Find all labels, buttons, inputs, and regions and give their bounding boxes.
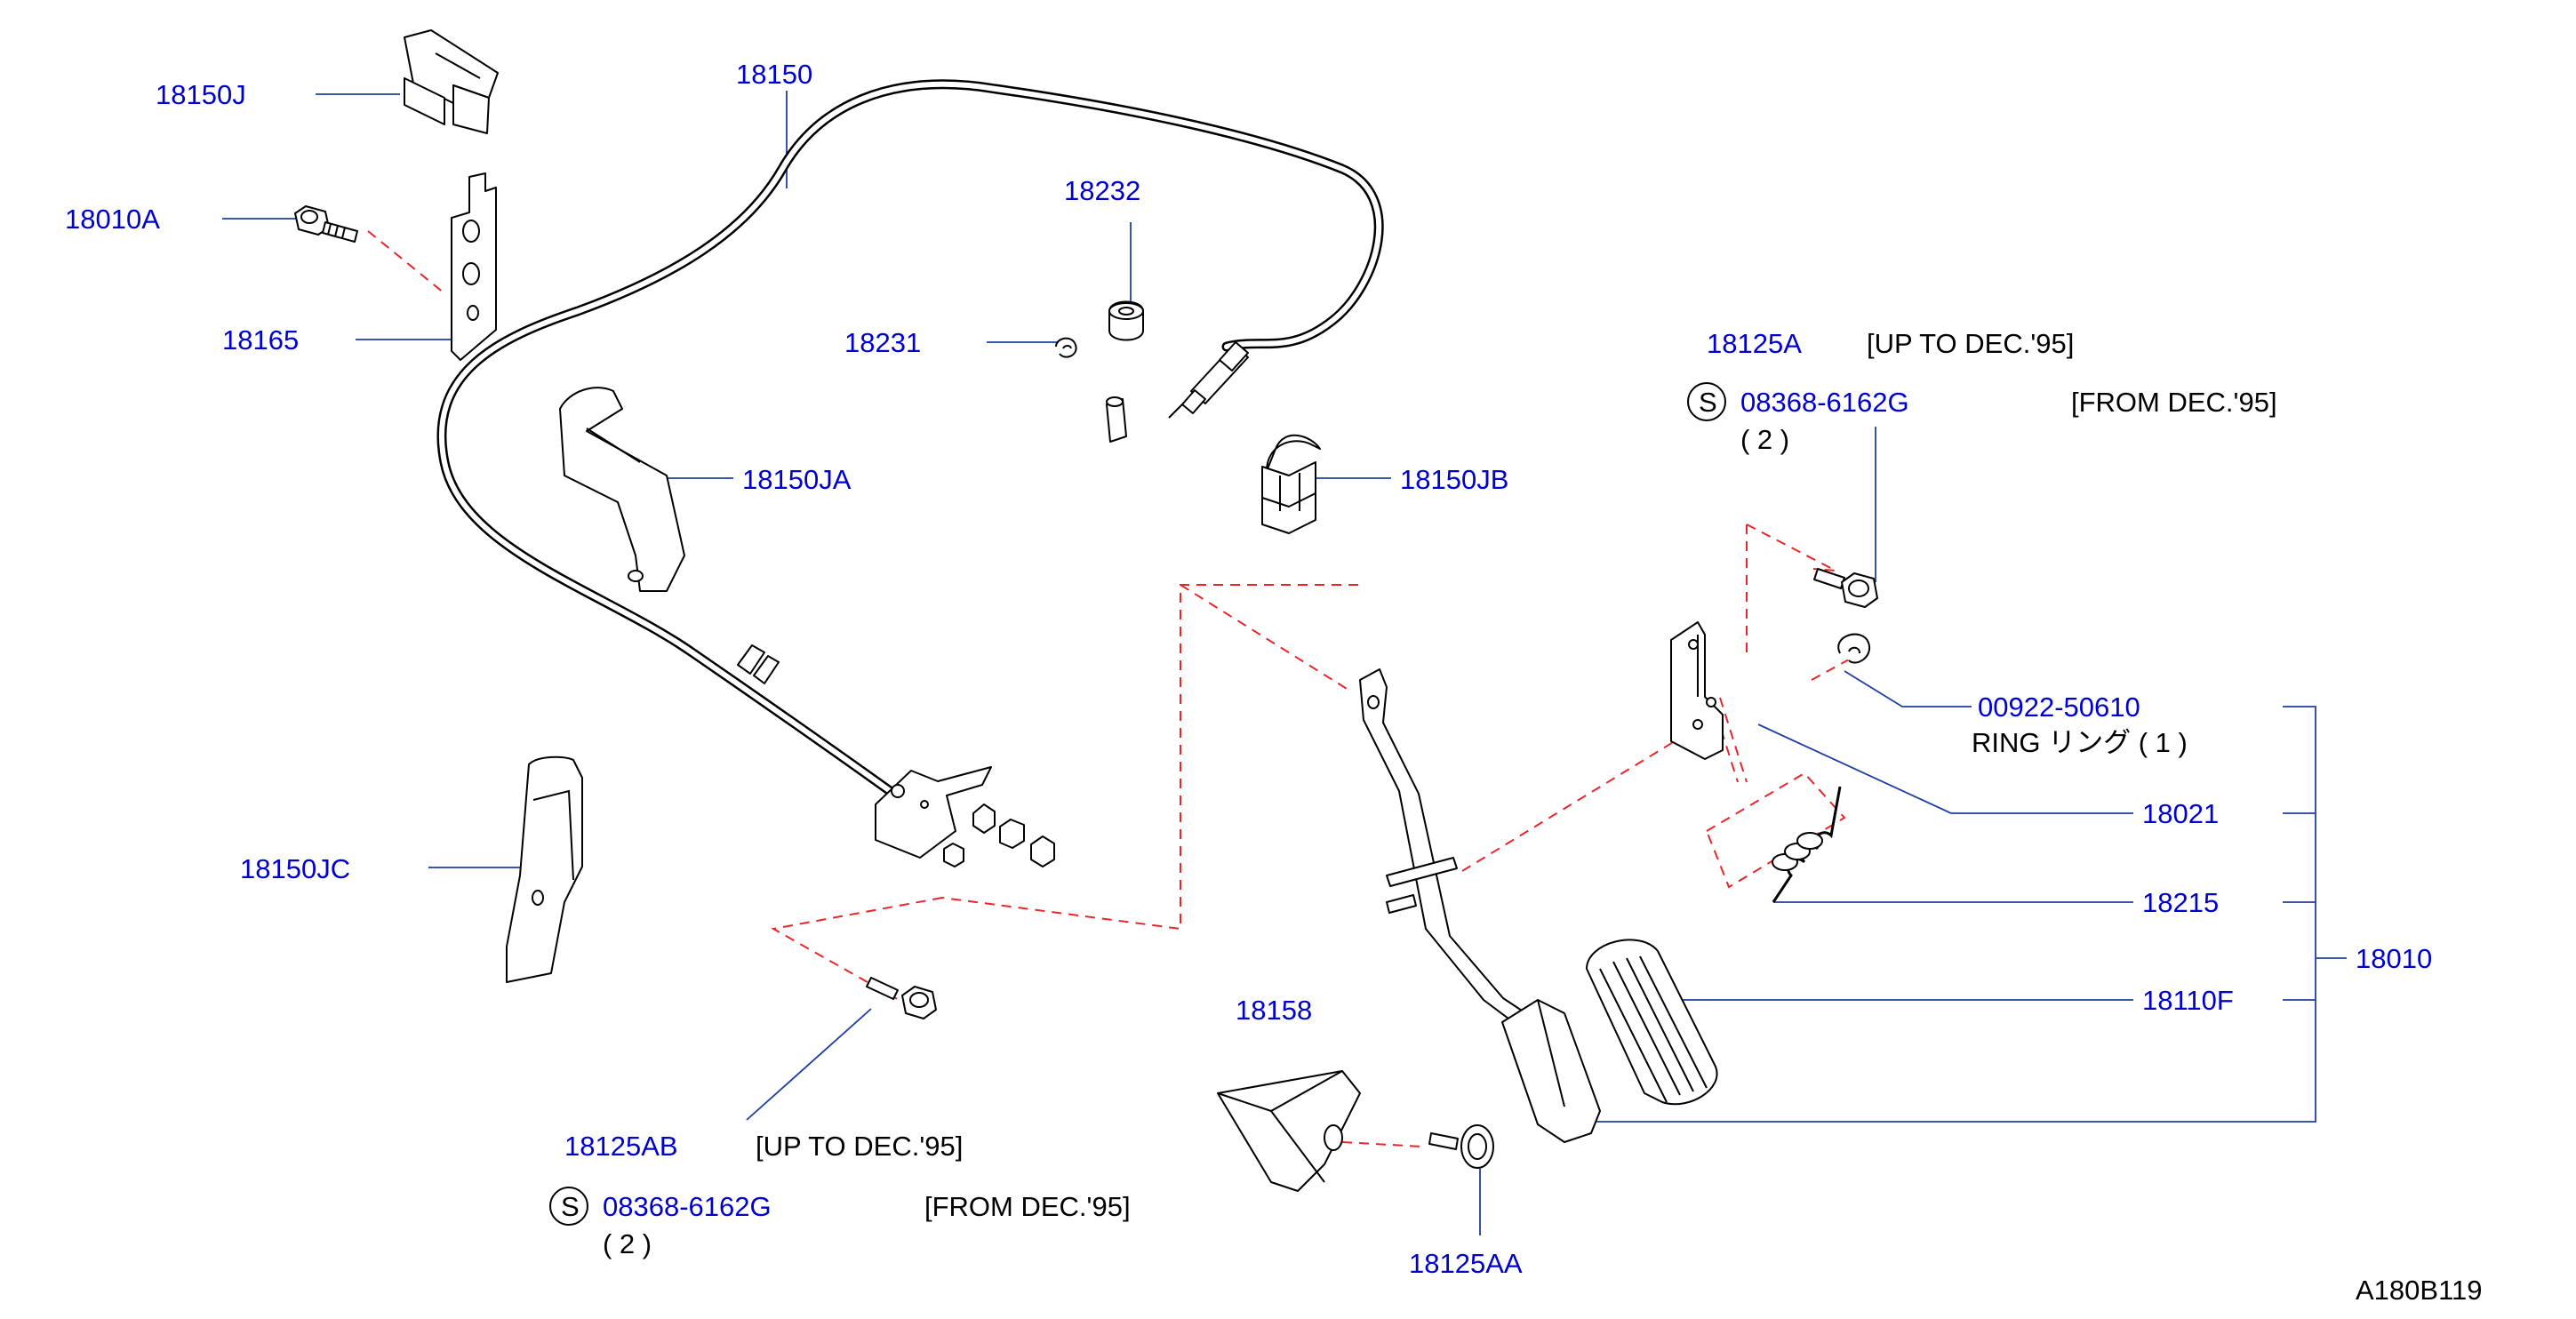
ring-00922-50610 <box>1837 633 1871 664</box>
s-symbol-lower: S <box>561 1191 580 1222</box>
leader-lines <box>222 91 2347 1235</box>
bracket-18021 <box>1670 621 1724 760</box>
label-18125AB: 18125AB <box>564 1131 678 1162</box>
qty-lower: ( 2 ) <box>603 1228 652 1259</box>
clip-18150J <box>404 29 499 134</box>
note-ring: RING リング ( 1 ) <box>1972 727 2188 758</box>
stopper-18158 <box>1217 1070 1361 1192</box>
diagram-id: A180B119 <box>2356 1275 2483 1306</box>
s-symbol-circle-lower <box>549 1187 588 1226</box>
spring-18215 <box>1772 786 1842 903</box>
label-08368-6162G-lower: 08368-6162G <box>603 1191 772 1222</box>
label-18232: 18232 <box>1064 175 1140 206</box>
accelerator-pedal-arm <box>1359 668 1601 1143</box>
label-18215: 18215 <box>2142 887 2219 918</box>
label-18150: 18150 <box>736 59 812 90</box>
clip-18150JB <box>1261 434 1321 534</box>
s-symbol-circle <box>1687 382 1726 421</box>
label-08368-6162G-upper: 08368-6162G <box>1740 387 1909 418</box>
bolt-18125AA <box>1428 1124 1494 1169</box>
bolt-18010A <box>294 205 358 243</box>
label-18110F: 18110F <box>2142 985 2234 1016</box>
bracket-18165 <box>451 172 497 361</box>
label-18231: 18231 <box>844 327 921 358</box>
note-from-dec-95-upper: [FROM DEC.'95] <box>2071 387 2277 418</box>
label-18010A: 18010A <box>65 204 160 235</box>
pedal-pad-18110F <box>1586 939 1718 1106</box>
label-18150JC: 18150JC <box>240 853 350 884</box>
bracket-18150JA <box>559 387 685 592</box>
note-from-dec-95-lower: [FROM DEC.'95] <box>924 1191 1131 1222</box>
cover-18150JC <box>506 755 583 983</box>
bolt-18125AB <box>866 977 937 1019</box>
bolt-18125A <box>1813 568 1878 608</box>
label-18158: 18158 <box>1236 995 1312 1026</box>
grommet-18232 <box>1108 300 1144 341</box>
label-00922-50610: 00922-50610 <box>1978 691 2140 723</box>
label-18150J: 18150J <box>156 79 246 110</box>
label-18021: 18021 <box>2142 798 2219 829</box>
label-18010: 18010 <box>2356 943 2432 974</box>
label-18125A: 18125A <box>1707 328 1802 359</box>
label-18150JB: 18150JB <box>1400 464 1508 495</box>
s-symbol: S <box>1699 387 1717 418</box>
assembly-guide-lines <box>367 230 1850 1147</box>
note-18125AB: [UP TO DEC.'95] <box>756 1131 963 1162</box>
part-labels: 18150J 18010A 18165 18150 18232 18231 18… <box>65 59 2483 1306</box>
label-18150JA: 18150JA <box>742 464 852 495</box>
note-18125A: [UP TO DEC.'95] <box>1867 328 2074 359</box>
accelerator-cable <box>436 79 1384 867</box>
qty-upper: ( 2 ) <box>1740 424 1789 455</box>
clip-18231 <box>1055 337 1077 358</box>
label-18165: 18165 <box>222 324 299 356</box>
label-18125AA: 18125AA <box>1409 1248 1523 1279</box>
